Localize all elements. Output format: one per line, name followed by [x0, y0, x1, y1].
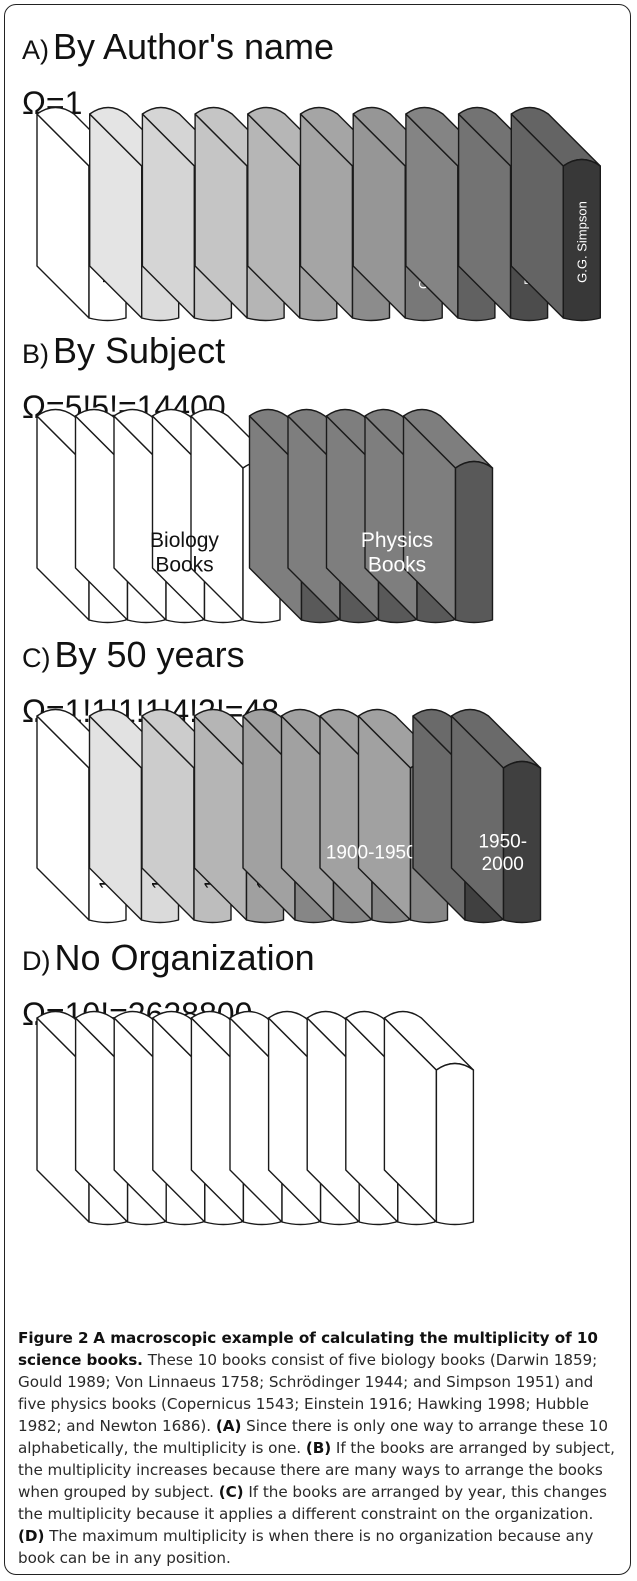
era-group-label-1: 1900-1950 [326, 843, 417, 864]
panel-b-title: By Subject [53, 330, 225, 371]
caption-c-label: (C) [218, 1483, 244, 1501]
book-10 [383, 1010, 475, 1226]
caption-b-text: If the books are arranged by subject, th… [18, 1439, 615, 1501]
shelf-author: N. CopernicusC. DarwinA. EinsteinS.J. Go… [36, 106, 601, 322]
panel-a-title: By Author's name [53, 26, 334, 67]
caption-d-label: (D) [18, 1527, 45, 1545]
panel-b-letter: B) [22, 339, 49, 369]
caption-b-label: (B) [305, 1439, 332, 1457]
svg-text:C)By 50 years: C)By 50 years [22, 634, 245, 675]
caption-d-text: The maximum multiplicity is when there i… [18, 1527, 594, 1567]
caption-a-label: (A) [215, 1417, 242, 1435]
caption-c-text: If the books are arranged by year, this … [18, 1483, 607, 1523]
svg-text:B)By Subject: B)By Subject [22, 330, 225, 371]
era-group-label-2: 1950-2000 [478, 831, 527, 874]
panel-d-title: No Organization [55, 937, 315, 978]
book-10 [402, 408, 494, 624]
book-label-10: G.G. Simpson [574, 201, 589, 283]
shelf-years: 1500-15501650-17001750-18001850-19001900… [36, 708, 542, 924]
figure-caption: Figure 2 A macroscopic example of calcul… [18, 1327, 622, 1569]
panel-c-title: By 50 years [55, 634, 245, 675]
book-10 [510, 106, 601, 322]
panel-a-letter: A) [22, 35, 49, 65]
svg-text:D)No Organization: D)No Organization [22, 937, 315, 978]
panel-d-letter: D) [22, 946, 51, 976]
book-10 [450, 708, 542, 924]
shelf-no-organization [36, 1010, 475, 1226]
caption-figure-label: Figure 2 [18, 1329, 89, 1347]
svg-text:A)By Author's name: A)By Author's name [22, 26, 334, 67]
bookshelf-diagram: A)By Author's name Ω=1 N. CopernicusC. D… [22, 26, 601, 1226]
caption-intro: These 10 books consist of five biology b… [18, 1351, 598, 1435]
panel-c-letter: C) [22, 643, 51, 673]
caption-a-text: Since there is only one way to arrange t… [18, 1417, 609, 1457]
caption-title: A macroscopic example of calculating the… [18, 1329, 598, 1369]
